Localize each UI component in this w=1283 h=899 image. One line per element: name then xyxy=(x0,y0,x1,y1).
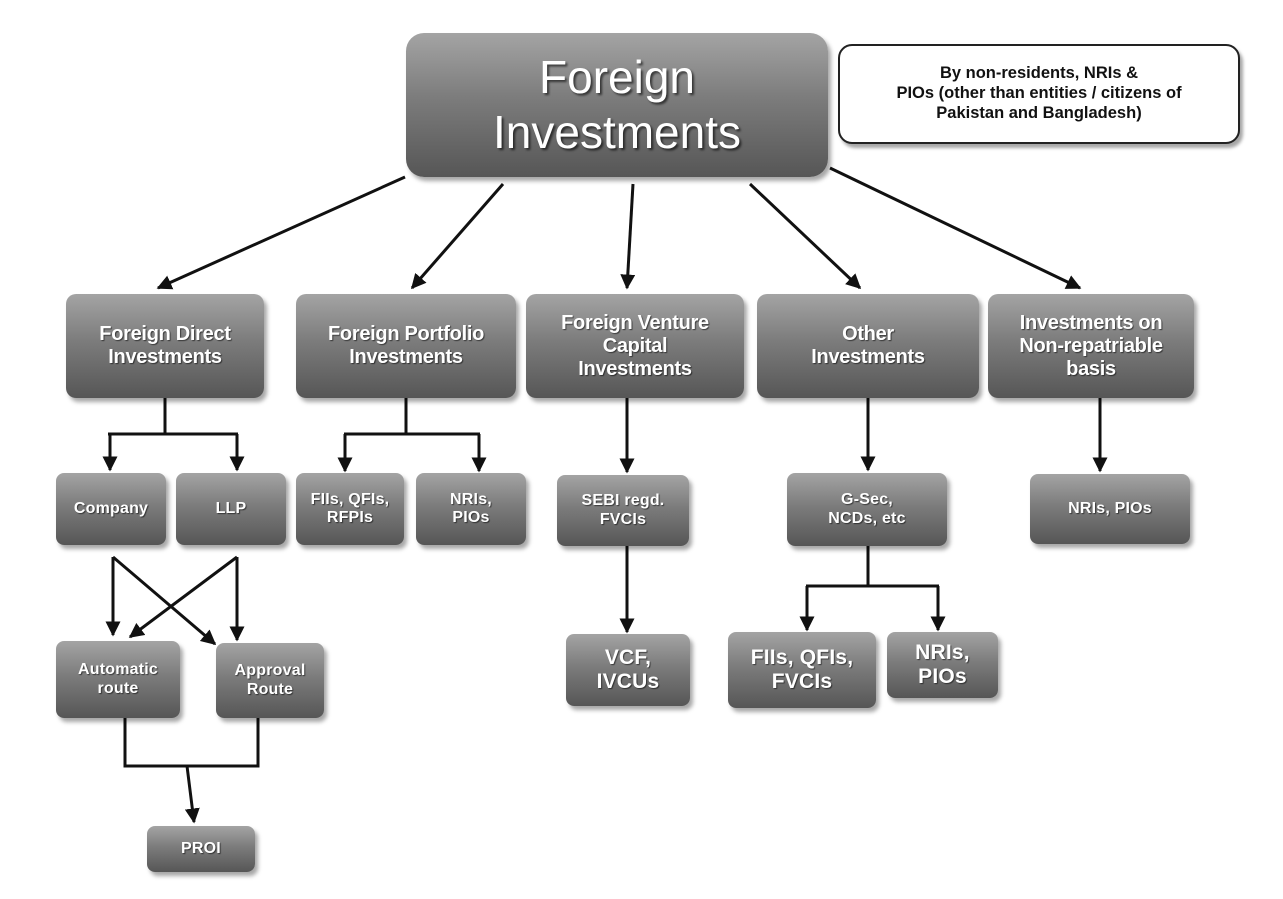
connector-fpi-split xyxy=(344,398,480,436)
arrow-root-to-nonrep xyxy=(829,166,1082,290)
arrow-root-to-other xyxy=(748,182,862,290)
node-approval-route: Approval Route xyxy=(216,643,324,718)
node-other-fiis-qfis-fvcis: FIIs, QFIs, FVCIs xyxy=(728,632,876,708)
arrow-root-to-fpi xyxy=(410,183,505,290)
arrow-root-to-fvci xyxy=(620,183,636,290)
category-foreign-venture-capital-investments: Foreign Venture Capital Investments xyxy=(526,294,744,398)
category-foreign-direct-investments: Foreign Direct Investments xyxy=(66,294,264,398)
node-llp: LLP xyxy=(176,473,286,545)
arrow-llp-to-automatic xyxy=(128,555,238,639)
node-vcf-ivcus: VCF, IVCUs xyxy=(566,634,690,706)
category-foreign-portfolio-investments: Foreign Portfolio Investments xyxy=(296,294,516,398)
scope-note: By non-residents, NRIs & PIOs (other tha… xyxy=(838,44,1240,144)
node-sebi-registered-fvcis: SEBI regd. FVCIs xyxy=(557,475,689,546)
connector-routes-merge xyxy=(123,718,260,768)
node-other-nris-pios: NRIs, PIOs xyxy=(887,632,998,698)
node-gsec-ncds: G-Sec, NCDs, etc xyxy=(787,473,947,546)
arrow-root-to-fdi xyxy=(156,175,406,290)
root-node-foreign-investments: Foreign Investments xyxy=(406,33,828,177)
node-automatic-route: Automatic route xyxy=(56,641,180,718)
connector-fdi-split xyxy=(108,398,238,436)
category-other-investments: Other Investments xyxy=(757,294,979,398)
connector-gsec-split xyxy=(806,546,939,588)
node-nonrep-nris-pios: NRIs, PIOs xyxy=(1030,474,1190,544)
category-non-repatriable-investments: Investments on Non-repatriable basis xyxy=(988,294,1194,398)
arrow-company-to-approval xyxy=(112,555,217,646)
node-company: Company xyxy=(56,473,166,545)
node-fpi-nris-pios: NRIs, PIOs xyxy=(416,473,526,545)
arrow-routes-to-proi xyxy=(184,765,200,824)
node-fpi-fiis-qfis-rfpis: FIIs, QFIs, RFPIs xyxy=(296,473,404,545)
node-proi: PROI xyxy=(147,826,255,872)
